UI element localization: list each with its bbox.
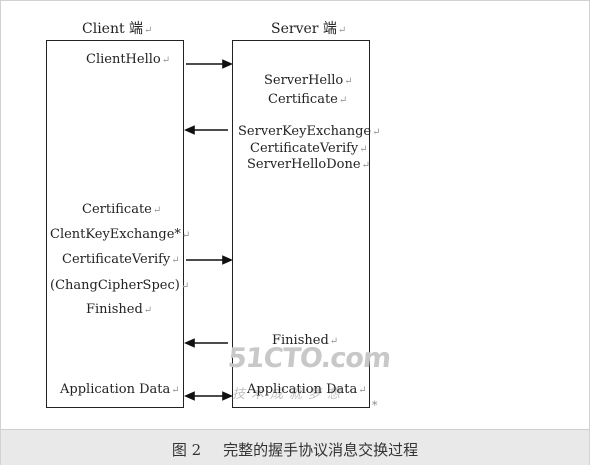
server-msg-text: Certificate bbox=[268, 92, 338, 107]
server-msg-application-data: Application Data↵ bbox=[247, 382, 367, 399]
client-msg-certificate-verify: CertificateVerify↵ bbox=[62, 252, 180, 269]
arrow-client-key-exchange-group bbox=[186, 255, 233, 265]
arrow-application-data bbox=[184, 391, 233, 401]
server-msg-marker: ↵ bbox=[372, 127, 381, 138]
client-msg-text: Finished bbox=[86, 302, 143, 317]
server-title-marker: ↵ bbox=[337, 25, 347, 36]
server-msg-certificate: Certificate↵ bbox=[268, 92, 347, 109]
client-msg-text: CertificateVerify bbox=[62, 252, 171, 267]
server-msg-server-hello: ServerHello↵ bbox=[264, 73, 353, 90]
server-msg-text: Application Data bbox=[247, 382, 358, 397]
figure-number: 图 2 bbox=[171, 441, 202, 459]
client-msg-marker: ↵ bbox=[180, 281, 190, 292]
server-msg-marker: ↵ bbox=[359, 144, 368, 155]
server-title-text: Server 端 bbox=[271, 21, 337, 37]
watermark-slogan: 技术成就梦想 bbox=[232, 387, 347, 402]
client-msg-text: (ChangCipherSpec) bbox=[50, 278, 180, 293]
server-msg-marker: ↵ bbox=[344, 76, 353, 87]
client-lifeline-box bbox=[46, 40, 184, 408]
client-msg-client-key-exchange: ClentKeyExchange*↵ bbox=[50, 227, 190, 244]
client-title-text: Client 端 bbox=[82, 21, 144, 37]
figure-caption: 图 2 完整的握手协议消息交换过程 bbox=[1, 439, 589, 460]
client-msg-text: ClientHello bbox=[86, 52, 161, 67]
server-msg-text: ServerHello bbox=[264, 73, 344, 88]
client-msg-marker: ↵ bbox=[161, 55, 171, 66]
arrow-server-hello-group bbox=[184, 125, 228, 135]
client-column-title: Client 端↵ bbox=[82, 18, 152, 38]
client-msg-change-cipher-spec: (ChangCipherSpec)↵ bbox=[50, 278, 189, 295]
server-lifeline-box bbox=[232, 40, 370, 408]
client-msg-application-data: Application Data↵ bbox=[60, 382, 180, 399]
server-msg-server-hello-done: ServerHelloDone↵ bbox=[247, 157, 370, 174]
figure-caption-text: 完整的握手协议消息交换过程 bbox=[223, 441, 419, 459]
client-msg-text: Application Data bbox=[60, 382, 171, 397]
server-msg-text: Finished bbox=[272, 333, 329, 348]
server-msg-server-key-exchange: ServerKeyExchange↵ bbox=[238, 124, 380, 141]
client-msg-certificate: Certificate↵ bbox=[82, 202, 161, 219]
server-msg-finished: Finished↵ bbox=[272, 333, 338, 350]
server-msg-text: CertificateVerify bbox=[250, 141, 359, 156]
client-msg-client-hello: ClientHello↵ bbox=[86, 52, 170, 69]
arrow-client-hello bbox=[186, 59, 233, 69]
server-msg-marker: ↵ bbox=[338, 95, 348, 106]
caption-bar: 图 2 完整的握手协议消息交换过程 bbox=[1, 429, 589, 465]
arrow-server-finished bbox=[184, 338, 228, 348]
client-msg-text: Certificate bbox=[82, 202, 152, 217]
client-msg-marker: ↵ bbox=[171, 385, 180, 396]
client-msg-marker: ↵ bbox=[171, 255, 180, 266]
client-msg-marker: ↵ bbox=[143, 305, 153, 316]
server-column-title: Server 端↵ bbox=[271, 18, 346, 38]
server-msg-certificate-verify: CertificateVerify↵ bbox=[250, 141, 368, 158]
client-title-marker: ↵ bbox=[144, 25, 153, 36]
client-msg-text: ClentKeyExchange* bbox=[50, 227, 181, 242]
server-msg-marker: ↵ bbox=[329, 336, 339, 347]
trailing-marker: * bbox=[372, 399, 378, 412]
client-msg-marker: ↵ bbox=[181, 230, 191, 241]
server-msg-text: ServerHelloDone bbox=[247, 157, 361, 172]
server-msg-marker: ↵ bbox=[361, 160, 370, 171]
client-msg-marker: ↵ bbox=[152, 205, 162, 216]
server-msg-text: ServerKeyExchange bbox=[238, 124, 372, 139]
server-msg-marker: ↵ bbox=[358, 385, 367, 396]
client-msg-finished: Finished↵ bbox=[86, 302, 152, 319]
